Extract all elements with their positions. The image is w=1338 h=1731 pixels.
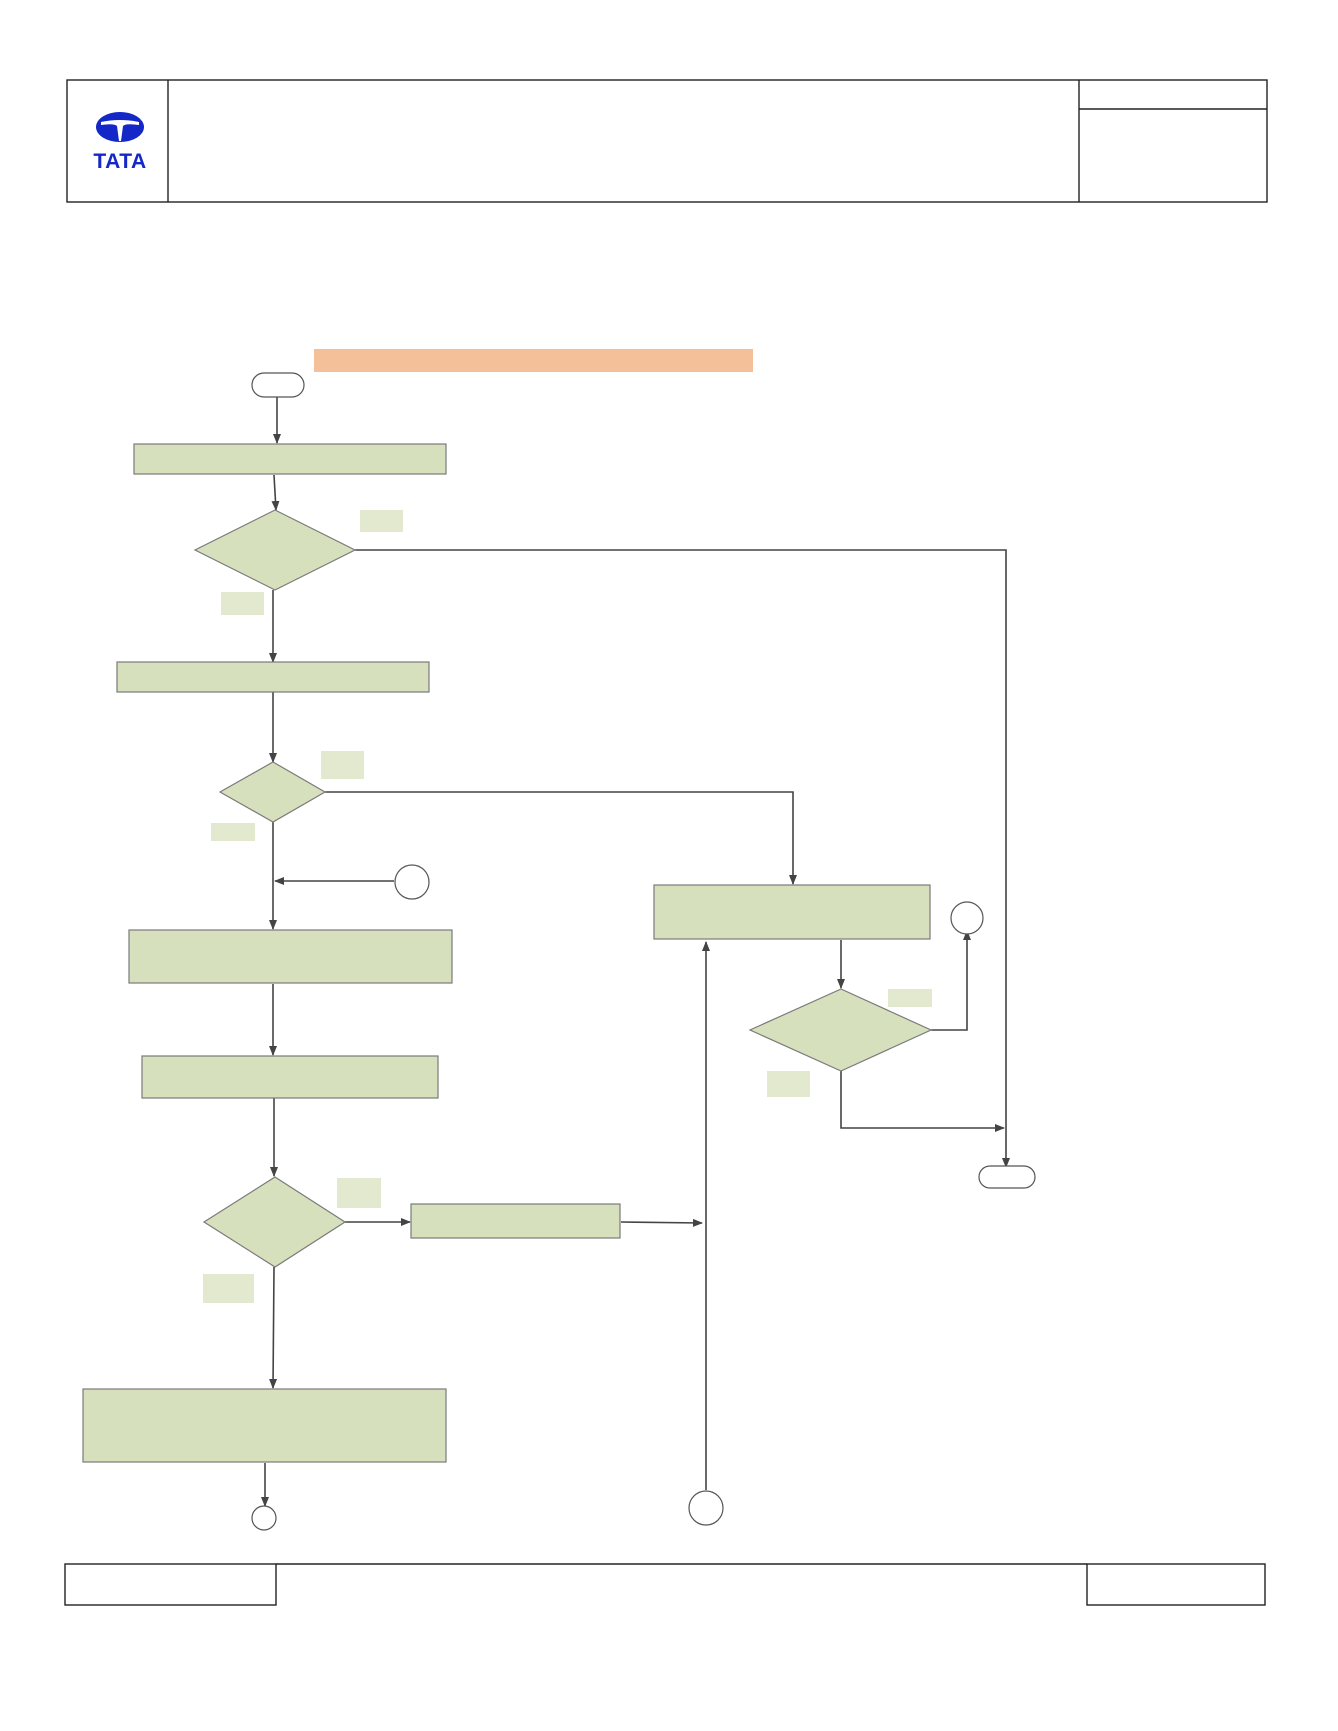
flowchart-edges <box>261 397 1010 1507</box>
end-terminal <box>978 1165 1036 1189</box>
edge-d4-connector-right <box>931 930 971 1031</box>
process-box-3 <box>128 929 453 984</box>
edge-label-tag-d3-right <box>337 1178 381 1208</box>
edge-d4-end <box>840 1070 1005 1132</box>
edge-d1-end <box>355 549 1010 1168</box>
edge-label-tag-d1-right <box>360 510 403 532</box>
flowchart-terminals <box>251 372 1036 1189</box>
connector-right-out <box>950 901 984 935</box>
flowchart-decisions <box>193 509 933 1268</box>
process-box-5 <box>410 1203 621 1239</box>
flowchart-process-boxes <box>82 443 931 1463</box>
connector-bottom-out <box>251 1505 277 1531</box>
edge-p1-d1 <box>271 474 280 511</box>
process-box-2 <box>116 661 430 693</box>
header-block <box>66 79 1268 203</box>
edge-d3-p6 <box>269 1266 278 1389</box>
edge-label-tag-d3-down <box>203 1274 254 1303</box>
flowchart-title-banner <box>314 349 753 372</box>
flowchart-connectors <box>251 864 984 1531</box>
process-box-6 <box>82 1388 447 1463</box>
footer-block <box>64 1563 1266 1606</box>
start-terminal <box>251 372 305 398</box>
edge-d2-p7 <box>325 791 797 885</box>
edge-label-tag-d2-down <box>211 823 255 841</box>
edge-label-tag-d1-down <box>221 592 264 615</box>
connector-bottom-in <box>688 1490 724 1526</box>
process-box-1 <box>133 443 447 475</box>
edge-label-tag-d4-right <box>888 989 932 1007</box>
decision-diamond-2 <box>218 761 327 823</box>
edge-label-tag-d2-right <box>321 751 364 779</box>
tata-logo-icon: TATA <box>93 112 146 173</box>
decision-diamond-3 <box>202 1176 347 1268</box>
process-box-7 <box>653 884 931 940</box>
edge-label-tag-d4-down <box>767 1071 810 1097</box>
logo-wordmark: TATA <box>93 150 146 173</box>
decision-diamond-1 <box>193 509 357 591</box>
edge-p5-join <box>620 1218 703 1227</box>
process-box-4 <box>141 1055 439 1099</box>
flowchart-edge-label-tags <box>203 510 932 1303</box>
decision-diamond-4 <box>748 988 933 1072</box>
connector-left-in <box>394 864 430 900</box>
